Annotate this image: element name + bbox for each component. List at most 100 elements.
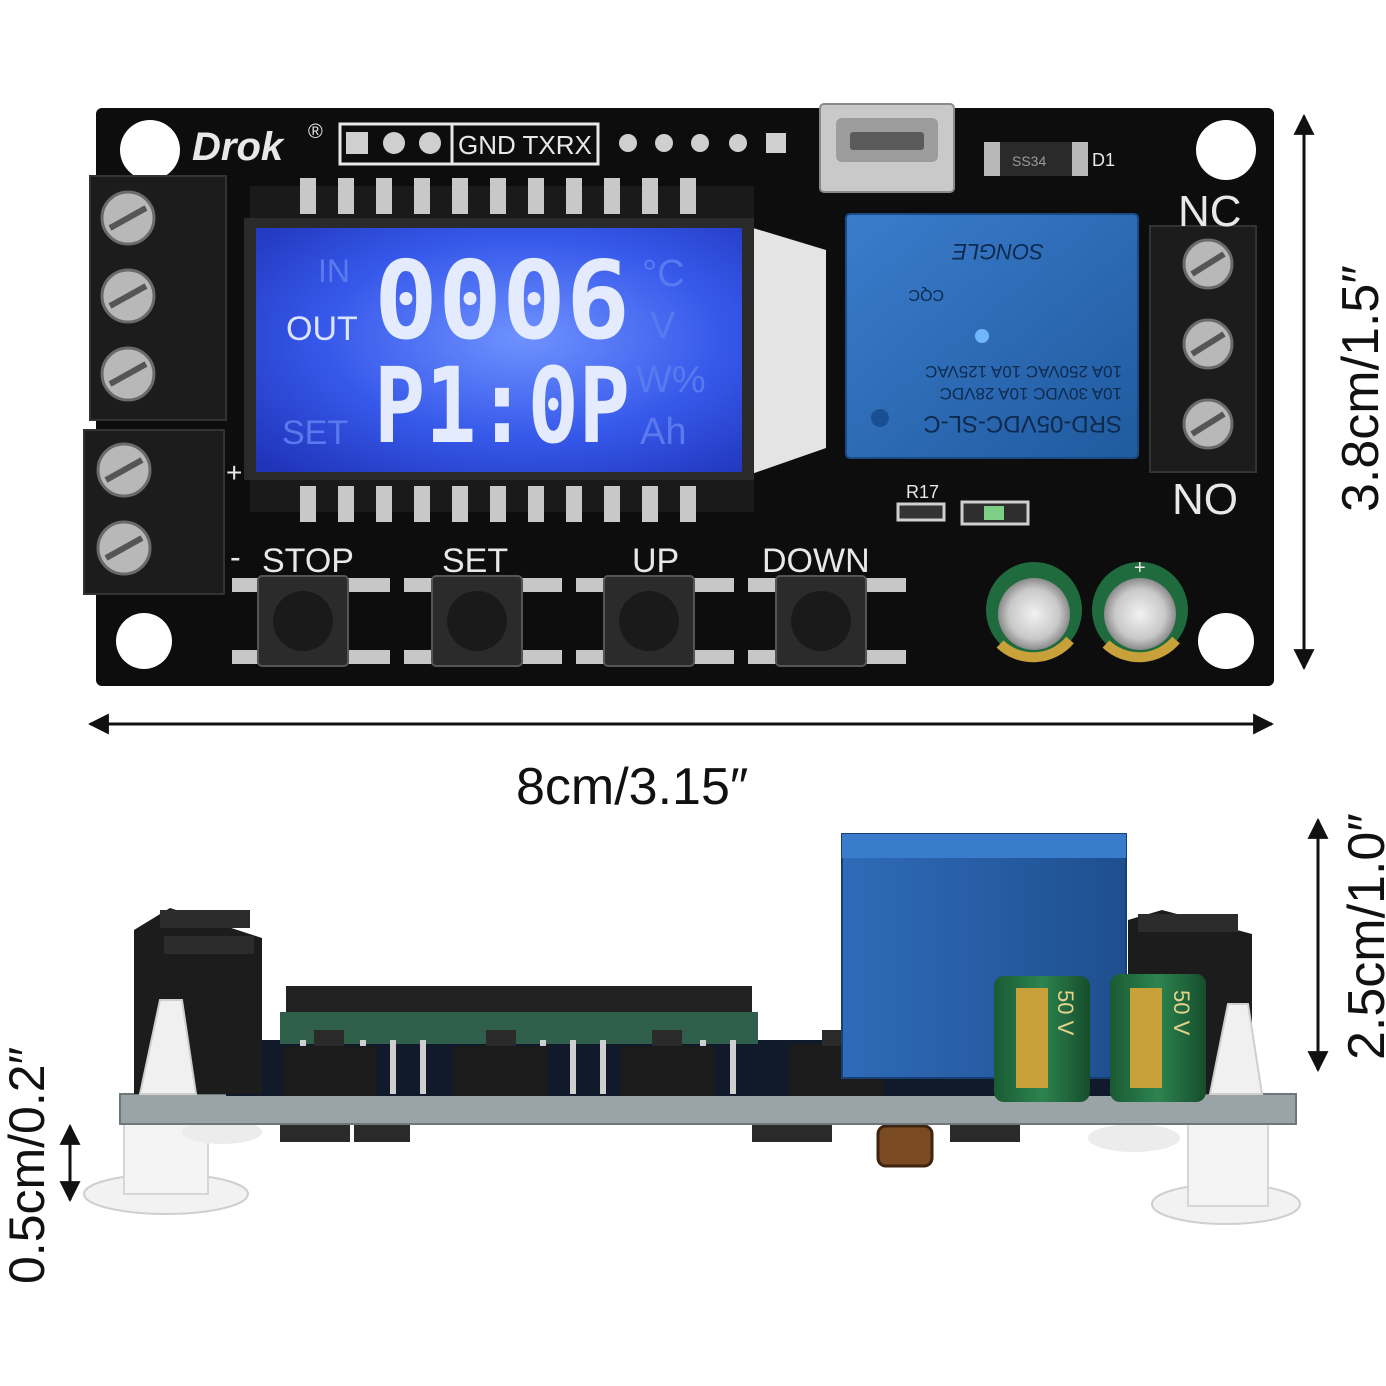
underside-component [354,1122,410,1142]
lcd-indicator-in: IN [318,253,350,289]
mounting-hole [116,613,172,669]
pad [729,134,747,152]
stop-button[interactable] [232,575,390,667]
relay-output-terminal [1149,225,1257,473]
relay-rating-dc: 10A 30VDC 10A 28VDC [940,384,1122,403]
relay-rating-ac: 10A 250VAC 10A 125VAC [925,362,1122,381]
height-side-label: 2.5cm/1.0″ [1338,813,1386,1060]
brand-logo: Drok [192,125,285,169]
dimension-height-top: 3.8cm/1.5″ [1293,113,1386,671]
width-label: 8cm/3.15″ [516,758,748,816]
underside-component [280,1122,350,1142]
capacitor-top [1092,562,1188,663]
dimension-width: 8cm/3.15″ [87,713,1275,816]
screw-slot [108,283,148,309]
side-stop-button [282,1030,376,1096]
header-pin [419,132,441,154]
pad [691,134,709,152]
button-label-set: SET [442,542,508,580]
side-lcd-board [280,1012,758,1044]
relay-model: SRD-05VDC-SL-C [923,410,1122,437]
standoff-foot-back [182,1120,262,1144]
relay-cert: CQC [908,286,944,303]
side-up-button [620,1030,714,1096]
relay-no-label: NO [1172,475,1238,524]
brand-registered-mark: ® [308,121,323,143]
resistor-label: R17 [906,482,939,502]
header-label: GND TXRX [458,130,592,160]
power-plus-mark: + [226,457,242,488]
lcd-unit-amp-hour: Ah [640,411,686,453]
set-button[interactable] [404,575,562,667]
lcd-main-reading: 0006 [374,239,630,364]
header-pin [383,132,405,154]
inductor [876,1124,934,1168]
lcd-unit-watt-percent: W% [636,359,706,401]
set-button-cap[interactable] [447,591,507,651]
control-buttons: STOP SET UP DOWN [232,542,906,667]
status-led-lens [984,506,1004,520]
relay-pin-mark [871,409,889,427]
resistor-r17 [896,502,946,522]
screw-slot [104,457,144,483]
pad [766,133,786,153]
input-screw-terminal [89,175,227,421]
side-capacitor: 50 V [994,976,1090,1102]
pad [655,134,673,152]
diode-label: D1 [1092,150,1115,170]
down-button-cap[interactable] [791,591,851,651]
pad [619,134,637,152]
lcd-glass-edge [740,224,826,478]
dimension-height-side: 2.5cm/1.0″ [1307,813,1386,1073]
mounting-hole [120,120,180,180]
lcd-unit-volt: V [650,305,676,347]
side-capacitor-rating: 50 V [1053,990,1078,1036]
capacitor-plus-mark: + [1134,557,1146,579]
micro-usb-connector [819,103,955,193]
side-lcd-glass [286,986,752,1012]
button-label-up: UP [632,542,679,580]
up-button-cap[interactable] [619,591,679,651]
capacitor-top [986,562,1082,663]
relay-brand: SONGLE [952,239,1044,264]
down-button[interactable] [748,575,906,667]
screw-slot [1190,251,1226,277]
standoff-foot-back [1088,1124,1180,1152]
height-top-label: 3.8cm/1.5″ [1332,265,1386,512]
side-capacitor-rating: 50 V [1169,990,1194,1036]
screw-slot [108,205,148,231]
relay-indicator-dot [975,329,989,343]
standoff-clip [138,999,198,1095]
screw-slot [108,361,148,387]
underside-component [752,1122,832,1142]
lcd-unit-celsius: °C [642,253,685,295]
button-label-down: DOWN [762,542,870,580]
diode-part-number: SS34 [1012,153,1046,169]
lcd-pins [300,178,696,522]
screw-slot [104,535,144,561]
relay: SRD-05VDC-SL-C 10A 30VDC 10A 28VDC 10A 2… [845,213,1139,459]
stop-button-cap[interactable] [273,591,333,651]
power-screw-terminal [83,429,225,595]
standoff-clip [1208,1003,1264,1095]
diode-d1: SS34 [984,142,1088,176]
lcd-module: IN OUT SET 0006 P1:0P °C V W% Ah [244,178,826,522]
mounting-hole [1198,613,1254,669]
lcd-indicator-set: SET [282,414,348,452]
mounting-hole [1196,120,1256,180]
top-view-board: Drok ® GND TXRX SS34 D1 [83,103,1274,686]
standoff-post [1187,1119,1269,1207]
screw-slot [1190,411,1226,437]
button-label-stop: STOP [262,542,354,580]
standoff-label: 0.5cm/0.2″ [0,1047,55,1284]
power-minus-mark: - [230,539,241,575]
side-capacitor: 50 V [1110,974,1206,1102]
lcd-program-reading: P1:0P [374,345,630,467]
side-set-button [454,1030,548,1096]
side-view-board: 50 V 50 V [83,833,1301,1225]
header-label-box [450,122,600,166]
lcd-screen [256,228,742,472]
up-button[interactable] [576,575,734,667]
header-pin [346,132,368,154]
